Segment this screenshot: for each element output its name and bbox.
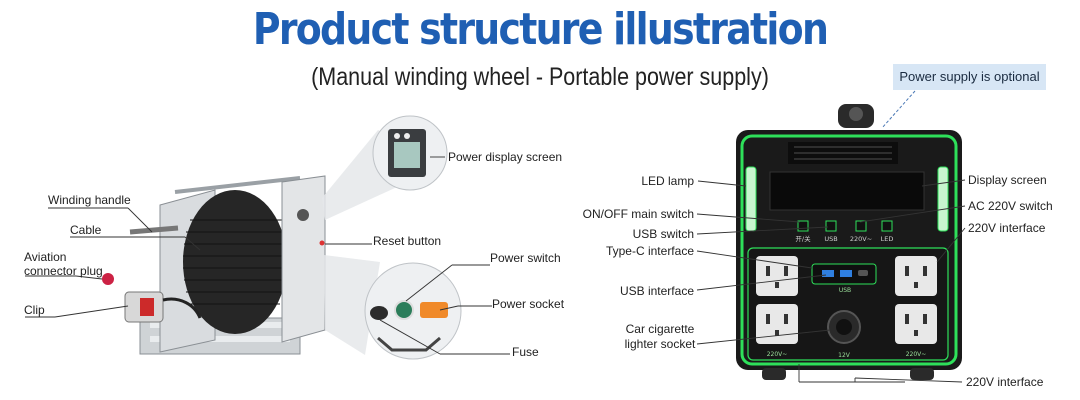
led-lamp-right xyxy=(937,166,949,232)
reel-reset-button-dot xyxy=(319,240,325,246)
power-switch-shape xyxy=(394,300,414,320)
type-c-port xyxy=(858,270,868,276)
green-frame xyxy=(740,134,958,366)
label-220v-interface-bottom: 220V interface xyxy=(966,375,1044,389)
cable-reel-illustration xyxy=(25,115,510,360)
label-reset-button: Reset button xyxy=(373,234,442,248)
btn-usb-switch xyxy=(825,220,837,232)
label-onoff-main-switch: ON/OFF main switch xyxy=(582,207,694,221)
usb-port-label: USB xyxy=(839,287,851,294)
ac-socket-left-top xyxy=(756,256,798,296)
label-winding-handle: Winding handle xyxy=(48,193,131,207)
power-socket-shape xyxy=(420,302,448,318)
led-lamp-left xyxy=(745,166,757,232)
aviation-plug-dot xyxy=(102,273,114,285)
btn-led-label: LED xyxy=(881,235,894,243)
winding-handle-shape xyxy=(129,225,179,235)
label-usb-switch: USB switch xyxy=(632,227,694,241)
fuse-shape xyxy=(370,306,388,320)
btn-usb-label: USB xyxy=(824,235,837,243)
label-led-lamp: LED lamp xyxy=(641,174,694,188)
display-screen-shape xyxy=(769,171,925,211)
usb-port-1 xyxy=(822,270,834,277)
foot-right xyxy=(910,368,934,380)
label-ac-220v-switch: AC 220V switch xyxy=(968,199,1053,213)
ac-socket-left-bottom xyxy=(756,304,798,344)
ac-socket-right-bottom xyxy=(895,304,937,344)
reel-control-box xyxy=(281,175,326,343)
btn-220v-label: 220V~ xyxy=(850,235,872,243)
label-car-cigarette-lighter-socket: Car cigarette lighter socket xyxy=(624,322,696,351)
label-power-display-screen: Power display screen xyxy=(448,150,563,164)
zoom-cone-switches xyxy=(324,255,380,355)
label-aviation-connector-plug: Aviation connector plug xyxy=(24,250,103,278)
label-type-c-interface: Type-C interface xyxy=(605,244,694,258)
btn-onoff-label: 开/关 xyxy=(795,234,811,243)
label-cable: Cable xyxy=(70,223,102,237)
optional-note-badge: Power supply is optional xyxy=(893,64,1046,90)
btn-ac-220v xyxy=(855,220,867,232)
usb-port-2 xyxy=(840,270,852,277)
label-usb-interface: USB interface xyxy=(619,284,694,298)
car-socket-label: 12V xyxy=(838,352,851,359)
ac-socket-right-top xyxy=(895,256,937,296)
label-220v-interface-right: 220V interface xyxy=(968,221,1046,235)
btn-onoff-main xyxy=(797,220,809,232)
page-title: Product structure illustration xyxy=(252,4,829,55)
socket-left-label: 220V~ xyxy=(767,351,788,358)
label-power-socket: Power socket xyxy=(492,297,565,311)
btn-led xyxy=(881,220,893,232)
page-subtitle: (Manual winding wheel - Portable power s… xyxy=(311,63,769,91)
clip-assembly xyxy=(124,291,202,323)
label-display-screen: Display screen xyxy=(968,173,1047,187)
reel-drum-cable xyxy=(183,190,287,334)
label-power-switch: Power switch xyxy=(490,251,561,265)
power-station-illustration: 开/关 USB 220V~ LED 220V~ 220V~ USB 12V xyxy=(696,90,966,383)
socket-right-label: 220V~ xyxy=(906,351,927,358)
reel-display-mini xyxy=(297,209,309,221)
foot-left xyxy=(762,368,786,380)
label-fuse: Fuse xyxy=(512,345,539,359)
label-clip: Clip xyxy=(24,303,45,317)
